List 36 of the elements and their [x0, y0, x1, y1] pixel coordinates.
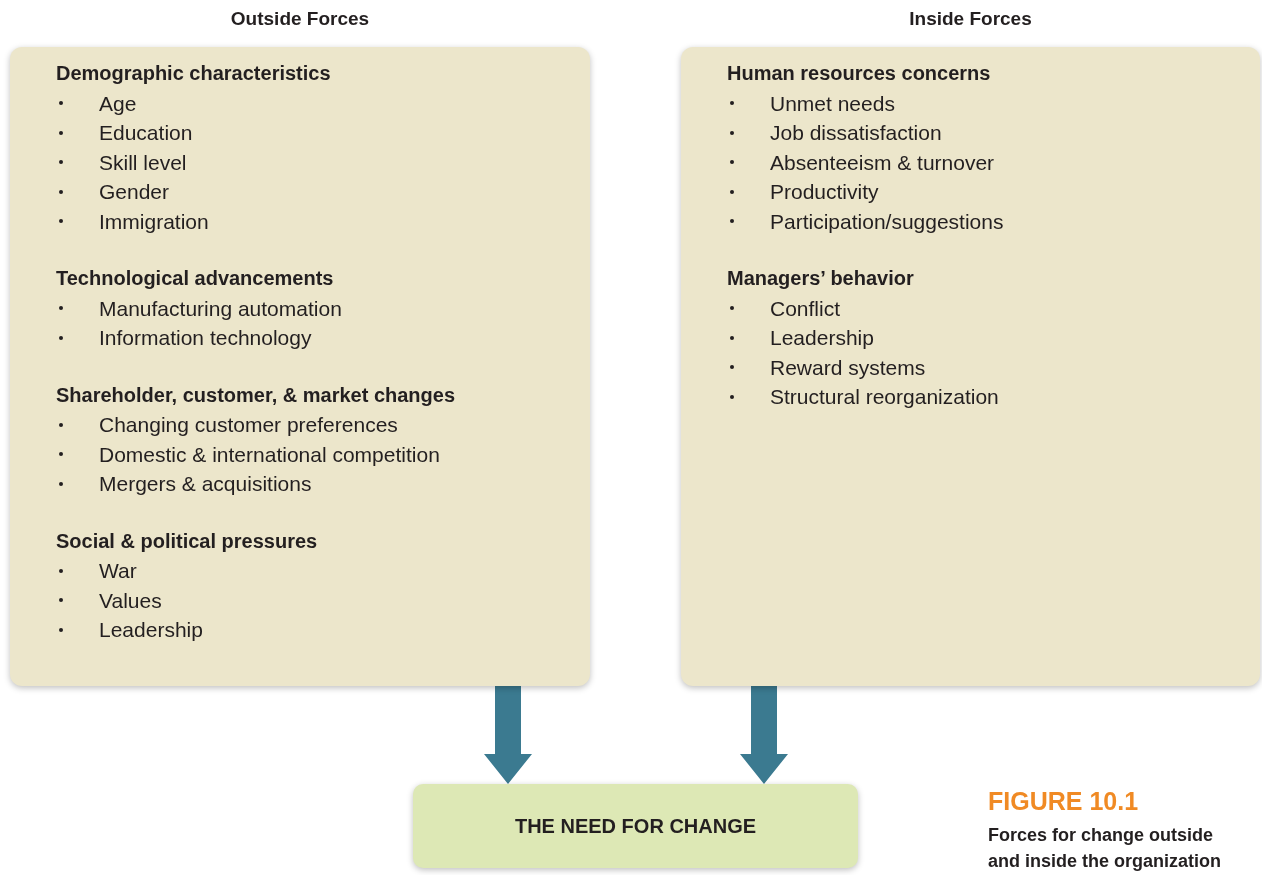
bullet-item: Age	[99, 90, 137, 117]
group-heading: Shareholder, customer, & market changes	[56, 382, 457, 408]
bullet-item: Unmet needs	[770, 90, 895, 117]
bullet-item: Skill level	[99, 149, 187, 176]
block-arrow	[484, 686, 532, 784]
group-heading: Demographic characteristics	[56, 61, 332, 86]
bullet-item: Job dissatisfaction	[770, 120, 942, 146]
bullet-item: Conflict	[770, 295, 841, 322]
figure-caption: Forces for change outside and inside the organization	[988, 824, 1222, 873]
bullet-item: Reward systems	[770, 354, 926, 381]
column-heading: Outside Forces	[229, 7, 371, 31]
column-heading: Inside Forces	[908, 7, 1033, 31]
group-heading: Social & political pressures	[56, 528, 319, 554]
bullet-item: Manufacturing automation	[99, 295, 342, 322]
bullet-item: Domestic & international competition	[99, 441, 440, 468]
bullet-item: Leadership	[99, 617, 203, 643]
bullet-item: Absenteeism & turnover	[770, 149, 995, 176]
bullet-item: Changing customer preferences	[99, 412, 398, 438]
bullet-item: Leadership	[770, 325, 874, 351]
group-heading: Technological advancements	[56, 266, 335, 291]
bullet-item: Mergers & acquisitions	[99, 471, 312, 497]
bullet-item: Structural reorganization	[770, 384, 999, 410]
group-heading: Human resources concerns	[727, 61, 992, 86]
bullet-item: Education	[99, 120, 193, 146]
bullet-item: Immigration	[99, 208, 209, 235]
result-label: THE NEED FOR CHANGE	[514, 814, 757, 838]
bullet-item: Gender	[99, 179, 170, 205]
result-box	[413, 784, 858, 868]
bullet-item: War	[99, 558, 137, 584]
block-arrow	[740, 686, 788, 784]
group-heading: Managers’ behavior	[727, 266, 915, 291]
figure-number: FIGURE 10.1	[988, 786, 1140, 816]
bullet-item: Information technology	[99, 325, 312, 351]
bullet-item: Productivity	[770, 179, 879, 205]
bullet-item: Participation/suggestions	[770, 208, 1004, 235]
bullet-item: Values	[99, 587, 162, 614]
